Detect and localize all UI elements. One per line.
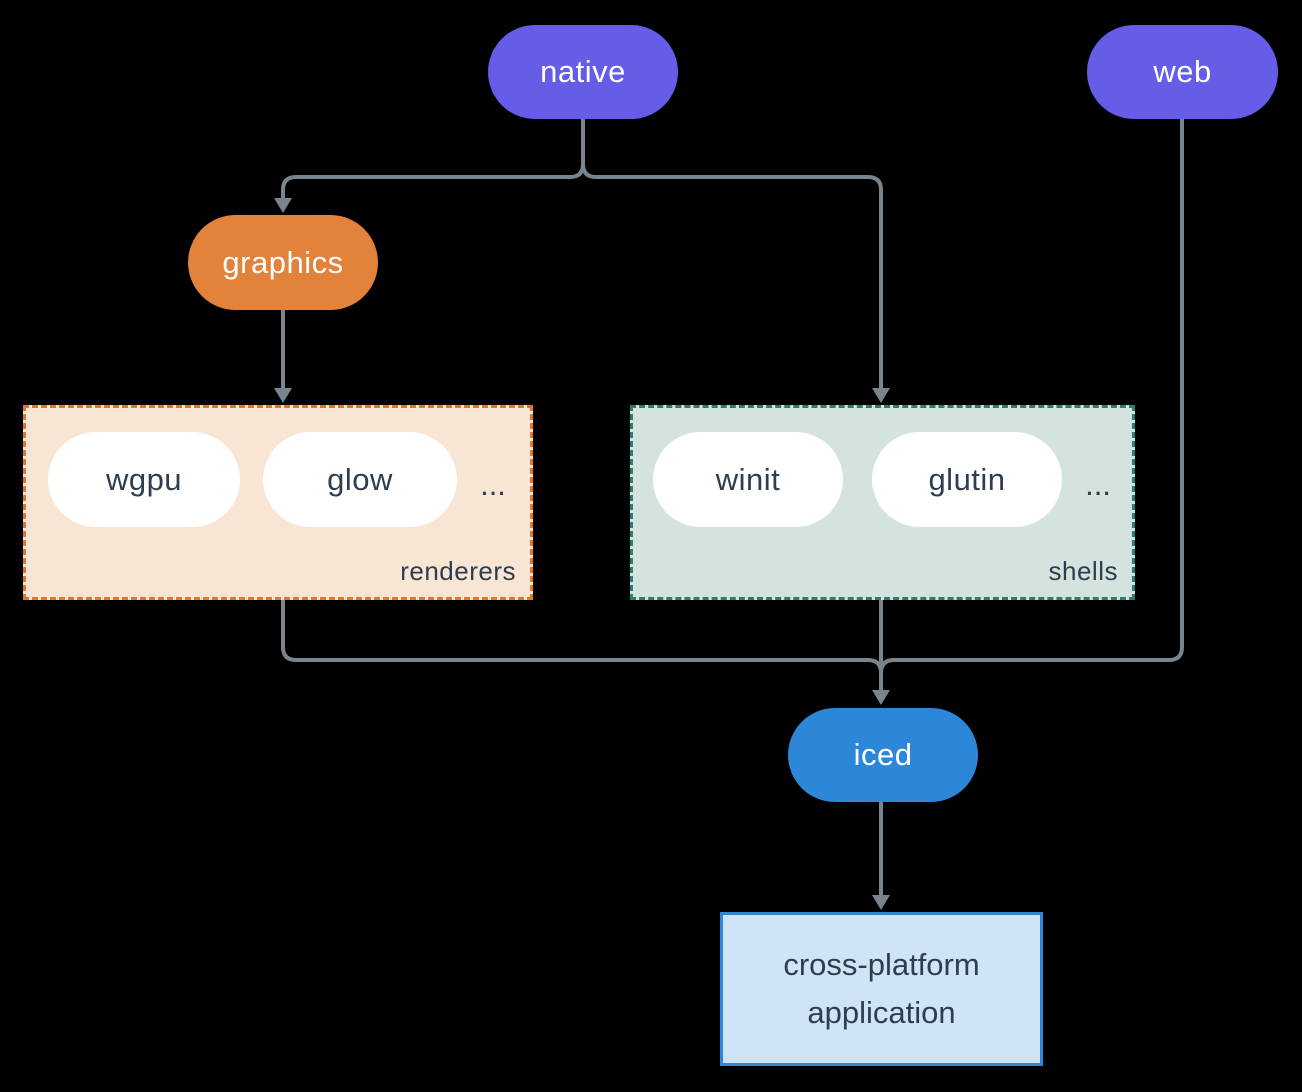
edge-renderers-iced <box>281 600 883 690</box>
renderers-ellipsis: ... <box>480 466 506 502</box>
node-cross-platform-application: cross-platform application <box>720 912 1043 1066</box>
node-glow: glow <box>263 432 457 527</box>
arrowhead-into-renderers <box>274 388 292 403</box>
node-iced: iced <box>788 708 978 802</box>
node-glutin: glutin <box>872 432 1062 527</box>
group-shells: winit glutin ... shells <box>630 405 1135 600</box>
arrowhead-into-application <box>872 895 890 910</box>
edge-native-graphics <box>281 119 585 198</box>
shells-group-label: shells <box>1048 556 1118 586</box>
node-native: native <box>488 25 678 119</box>
edge-native-shells <box>581 119 883 388</box>
arrowhead-into-iced <box>872 690 890 705</box>
arrowhead-into-shells <box>872 388 890 403</box>
shells-ellipsis: ... <box>1085 466 1111 502</box>
renderers-group-label: renderers <box>400 556 516 586</box>
node-wgpu: wgpu <box>48 432 240 527</box>
node-graphics: graphics <box>188 215 378 310</box>
node-web: web <box>1087 25 1278 119</box>
node-winit: winit <box>653 432 843 527</box>
group-renderers: wgpu glow ... renderers <box>23 405 533 600</box>
arrowhead-into-graphics <box>274 198 292 213</box>
